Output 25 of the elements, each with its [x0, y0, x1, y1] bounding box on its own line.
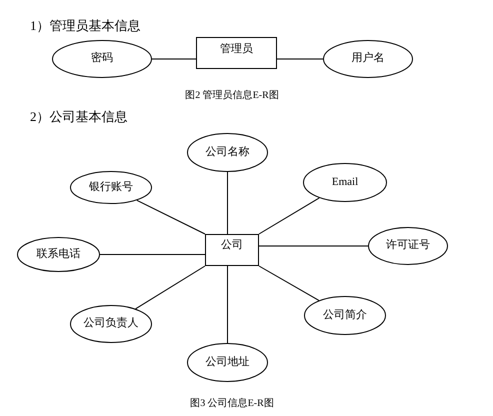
attribute-ellipse: 公司简介: [304, 296, 386, 335]
attribute-ellipse: Email: [303, 163, 387, 202]
attribute-ellipse: 公司负责人: [70, 305, 152, 343]
attribute-ellipse: 密码: [52, 40, 152, 78]
figure-caption: 图3 公司信息E-R图: [190, 398, 274, 410]
attribute-ellipse: 公司地址: [187, 343, 268, 382]
entity-box: 公司: [205, 234, 259, 266]
connector-line: [227, 266, 228, 344]
connector-line: [135, 266, 206, 310]
section-heading: 2）公司基本信息: [30, 109, 128, 125]
attribute-ellipse: 用户名: [323, 40, 413, 78]
connector-line: [136, 200, 206, 234]
connector-line: [100, 254, 206, 255]
attribute-ellipse: 联系电话: [17, 237, 100, 272]
entity-box: 管理员: [196, 37, 277, 69]
connector-line: [258, 197, 320, 234]
figure-caption: 图2 管理员信息E-R图: [185, 90, 279, 102]
connector-line: [258, 266, 320, 301]
attribute-ellipse: 公司名称: [187, 133, 268, 172]
attribute-ellipse: 许可证号: [368, 227, 448, 265]
connector-line: [276, 58, 324, 60]
attribute-ellipse: 银行账号: [70, 171, 152, 204]
connector-line: [152, 58, 196, 60]
connector-line: [227, 172, 228, 234]
section-heading: 1）管理员基本信息: [30, 18, 140, 34]
